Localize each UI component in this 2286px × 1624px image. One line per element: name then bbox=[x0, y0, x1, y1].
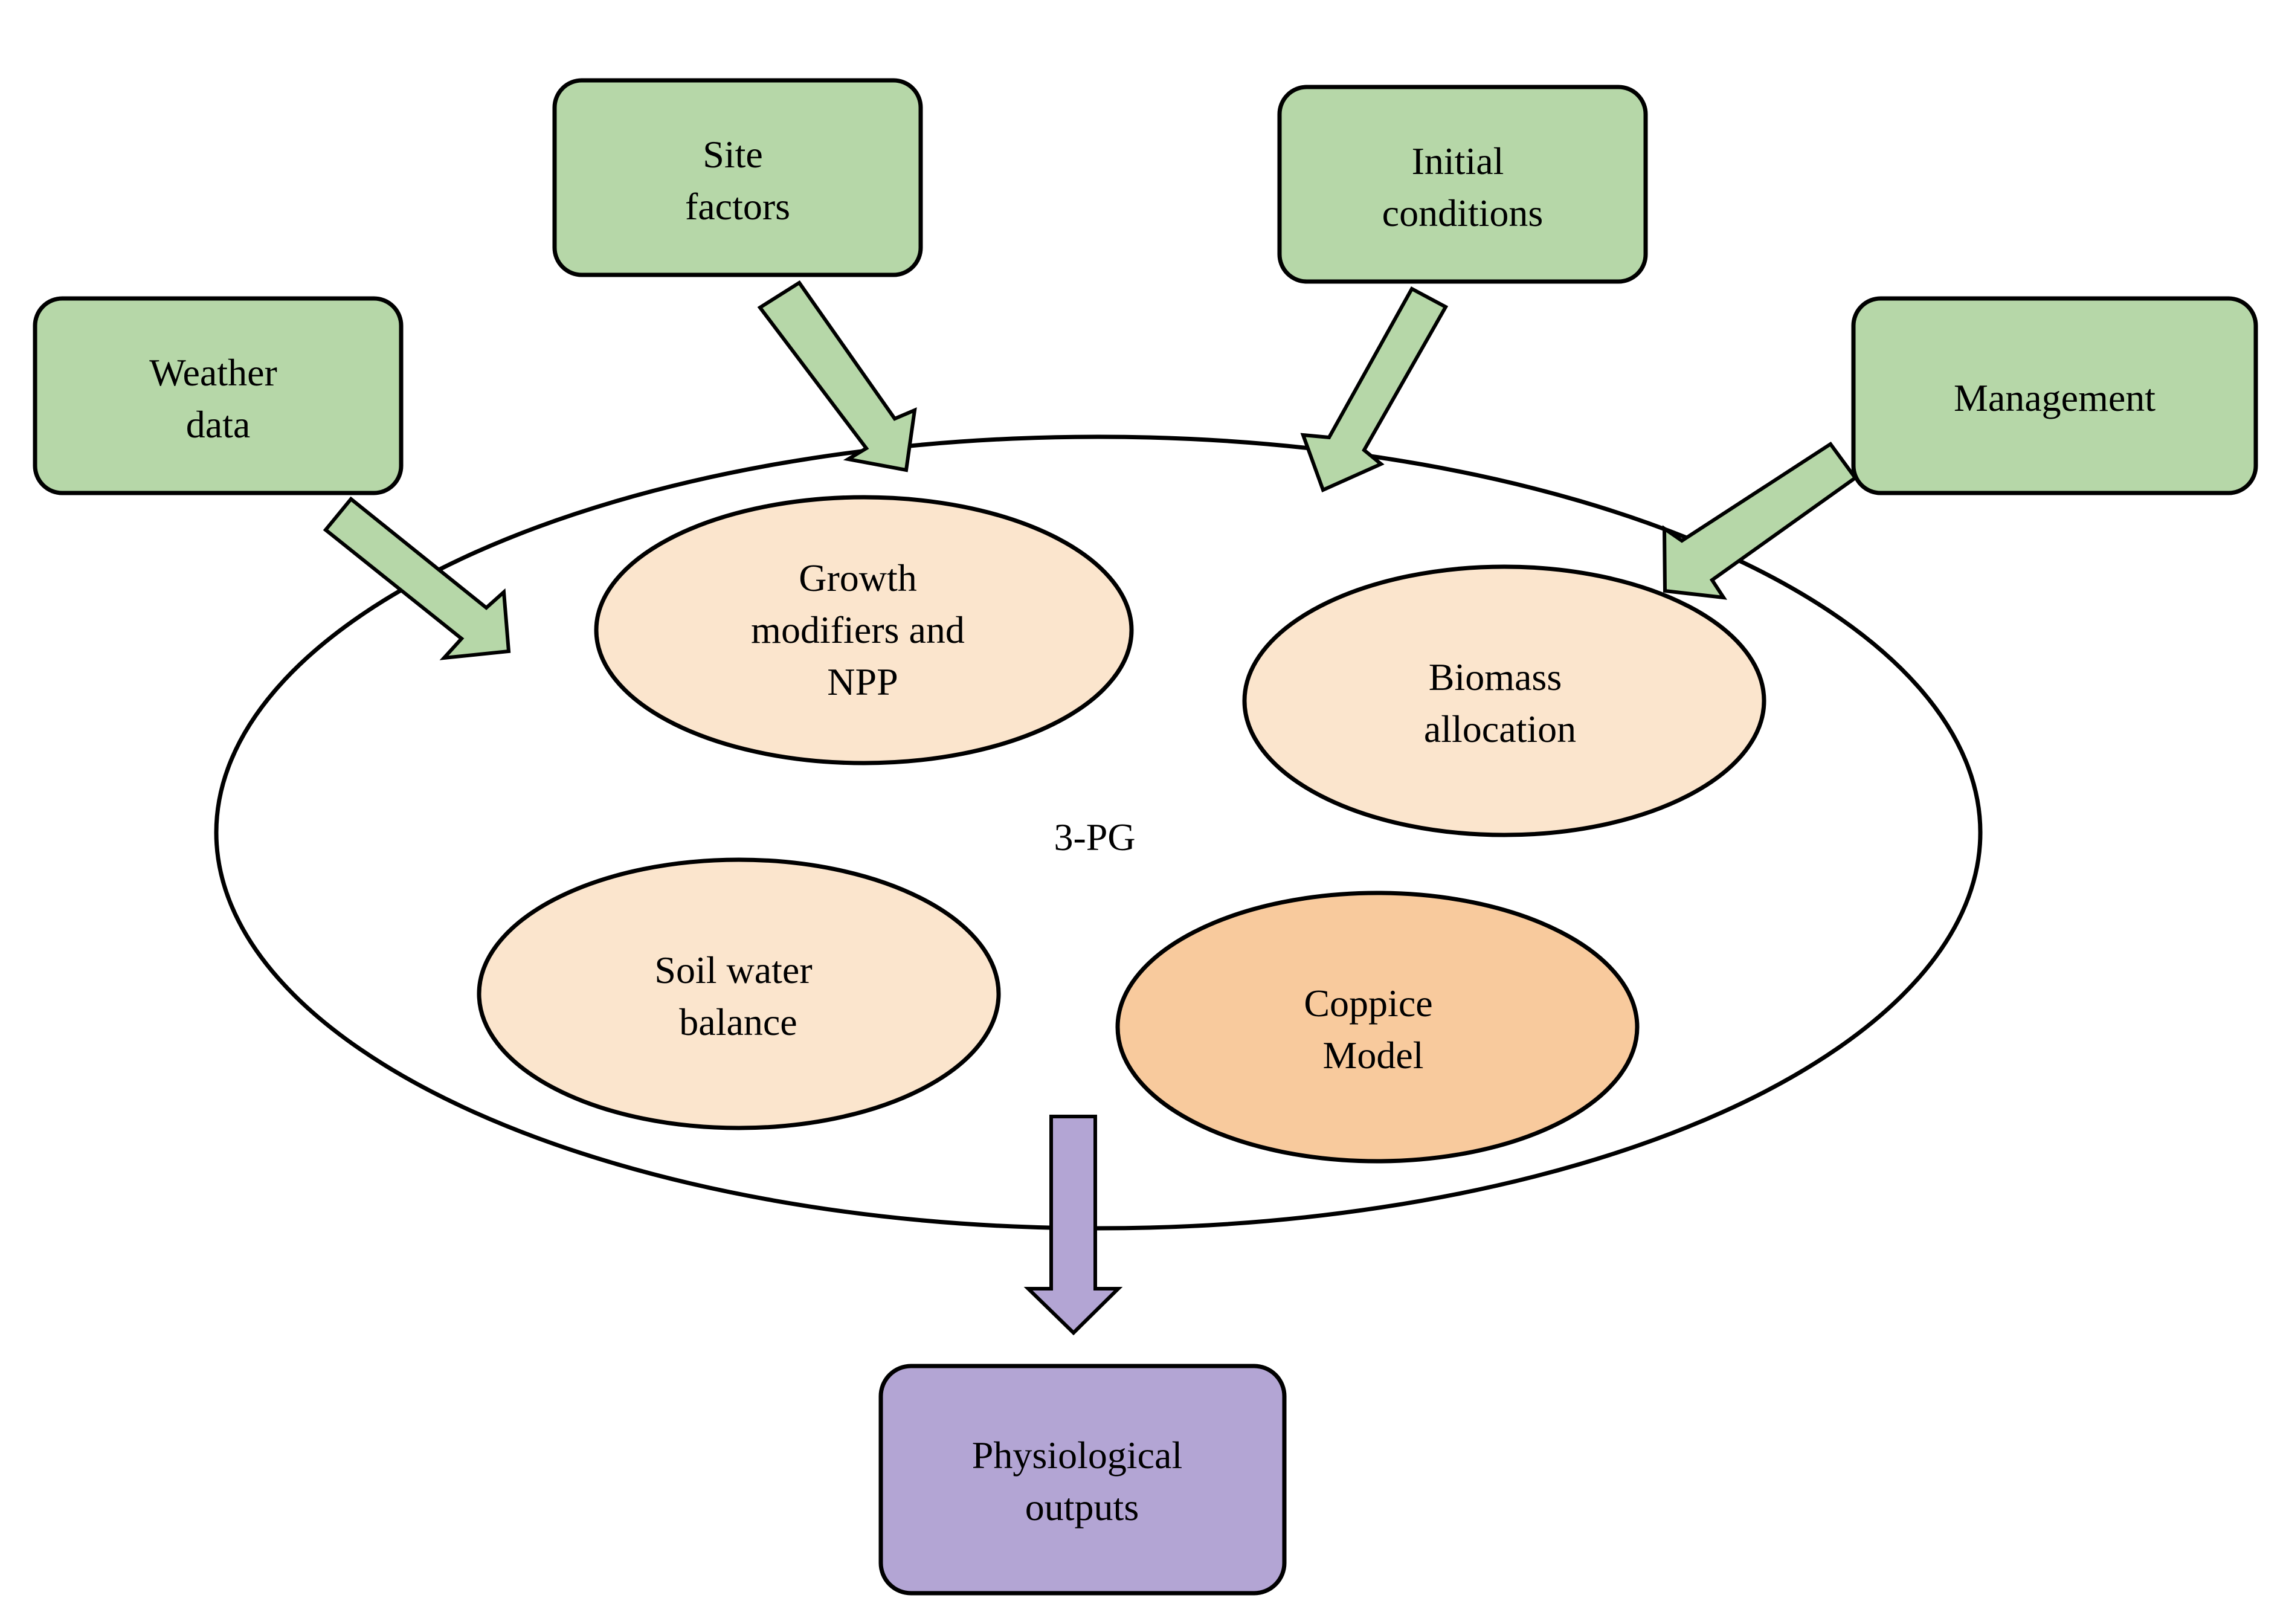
management-arrow bbox=[1662, 441, 1858, 600]
biomass-allocation-line-2: allocation bbox=[1424, 707, 1576, 750]
initial-arrow bbox=[1300, 286, 1449, 493]
coppice-model-ellipse bbox=[1115, 891, 1640, 1164]
physiological-outputs-box bbox=[878, 1364, 1287, 1596]
initial-conditions-line-1: Initial bbox=[1412, 140, 1504, 182]
site-factors-box bbox=[552, 78, 923, 277]
soil-water-balance-ellipse bbox=[477, 857, 1001, 1130]
biomass-allocation-ellipse bbox=[1242, 564, 1766, 837]
initial-conditions-box bbox=[1277, 85, 1648, 284]
model-name-line: 3-PG bbox=[1054, 816, 1135, 859]
biomass-allocation-line-1: Biomass bbox=[1429, 656, 1562, 698]
site-factors-label: Site factors bbox=[685, 133, 790, 228]
site-factors-line-1: Site bbox=[703, 133, 763, 176]
coppice-model-line-2: Model bbox=[1322, 1034, 1423, 1077]
management-label: Management bbox=[1954, 376, 2156, 419]
soil-water-balance-line-2: balance bbox=[679, 1000, 797, 1043]
physiological-outputs-line-2: outputs bbox=[1025, 1486, 1139, 1529]
coppice-model-label: Coppice Model bbox=[1304, 982, 1442, 1077]
weather-data-line-2: data bbox=[186, 403, 251, 446]
growth-modifiers-line-2: modifiers and bbox=[751, 608, 965, 651]
coppice-model-line-1: Coppice bbox=[1304, 982, 1432, 1025]
weather-arrow bbox=[323, 496, 511, 660]
soil-water-balance-label: Soil water balance bbox=[654, 949, 822, 1043]
weather-data-box bbox=[33, 296, 404, 495]
physiological-outputs-line-1: Physiological bbox=[972, 1434, 1182, 1477]
initial-conditions-label: Initial conditions bbox=[1382, 140, 1544, 234]
soil-water-balance-line-1: Soil water bbox=[654, 949, 812, 991]
biomass-allocation-label: Biomass allocation bbox=[1424, 656, 1576, 750]
management-line-1: Management bbox=[1954, 376, 2156, 419]
initial-conditions-line-2: conditions bbox=[1382, 192, 1544, 234]
growth-modifiers-ellipse bbox=[594, 495, 1134, 765]
growth-modifiers-line-1: Growth bbox=[799, 556, 917, 599]
physiological-outputs-label: Physiological outputs bbox=[972, 1434, 1192, 1529]
site-arrow bbox=[757, 280, 917, 472]
management-box bbox=[1851, 296, 2258, 495]
model-name-label: 3-PG bbox=[1054, 816, 1135, 859]
weather-data-label: Weather data bbox=[149, 351, 287, 446]
output-arrow bbox=[1023, 1115, 1123, 1336]
growth-modifiers-label: Growth modifiers and NPP bbox=[751, 556, 974, 703]
weather-data-line-1: Weather bbox=[149, 351, 277, 394]
growth-modifiers-line-3: NPP bbox=[827, 660, 898, 703]
site-factors-line-2: factors bbox=[685, 185, 790, 228]
